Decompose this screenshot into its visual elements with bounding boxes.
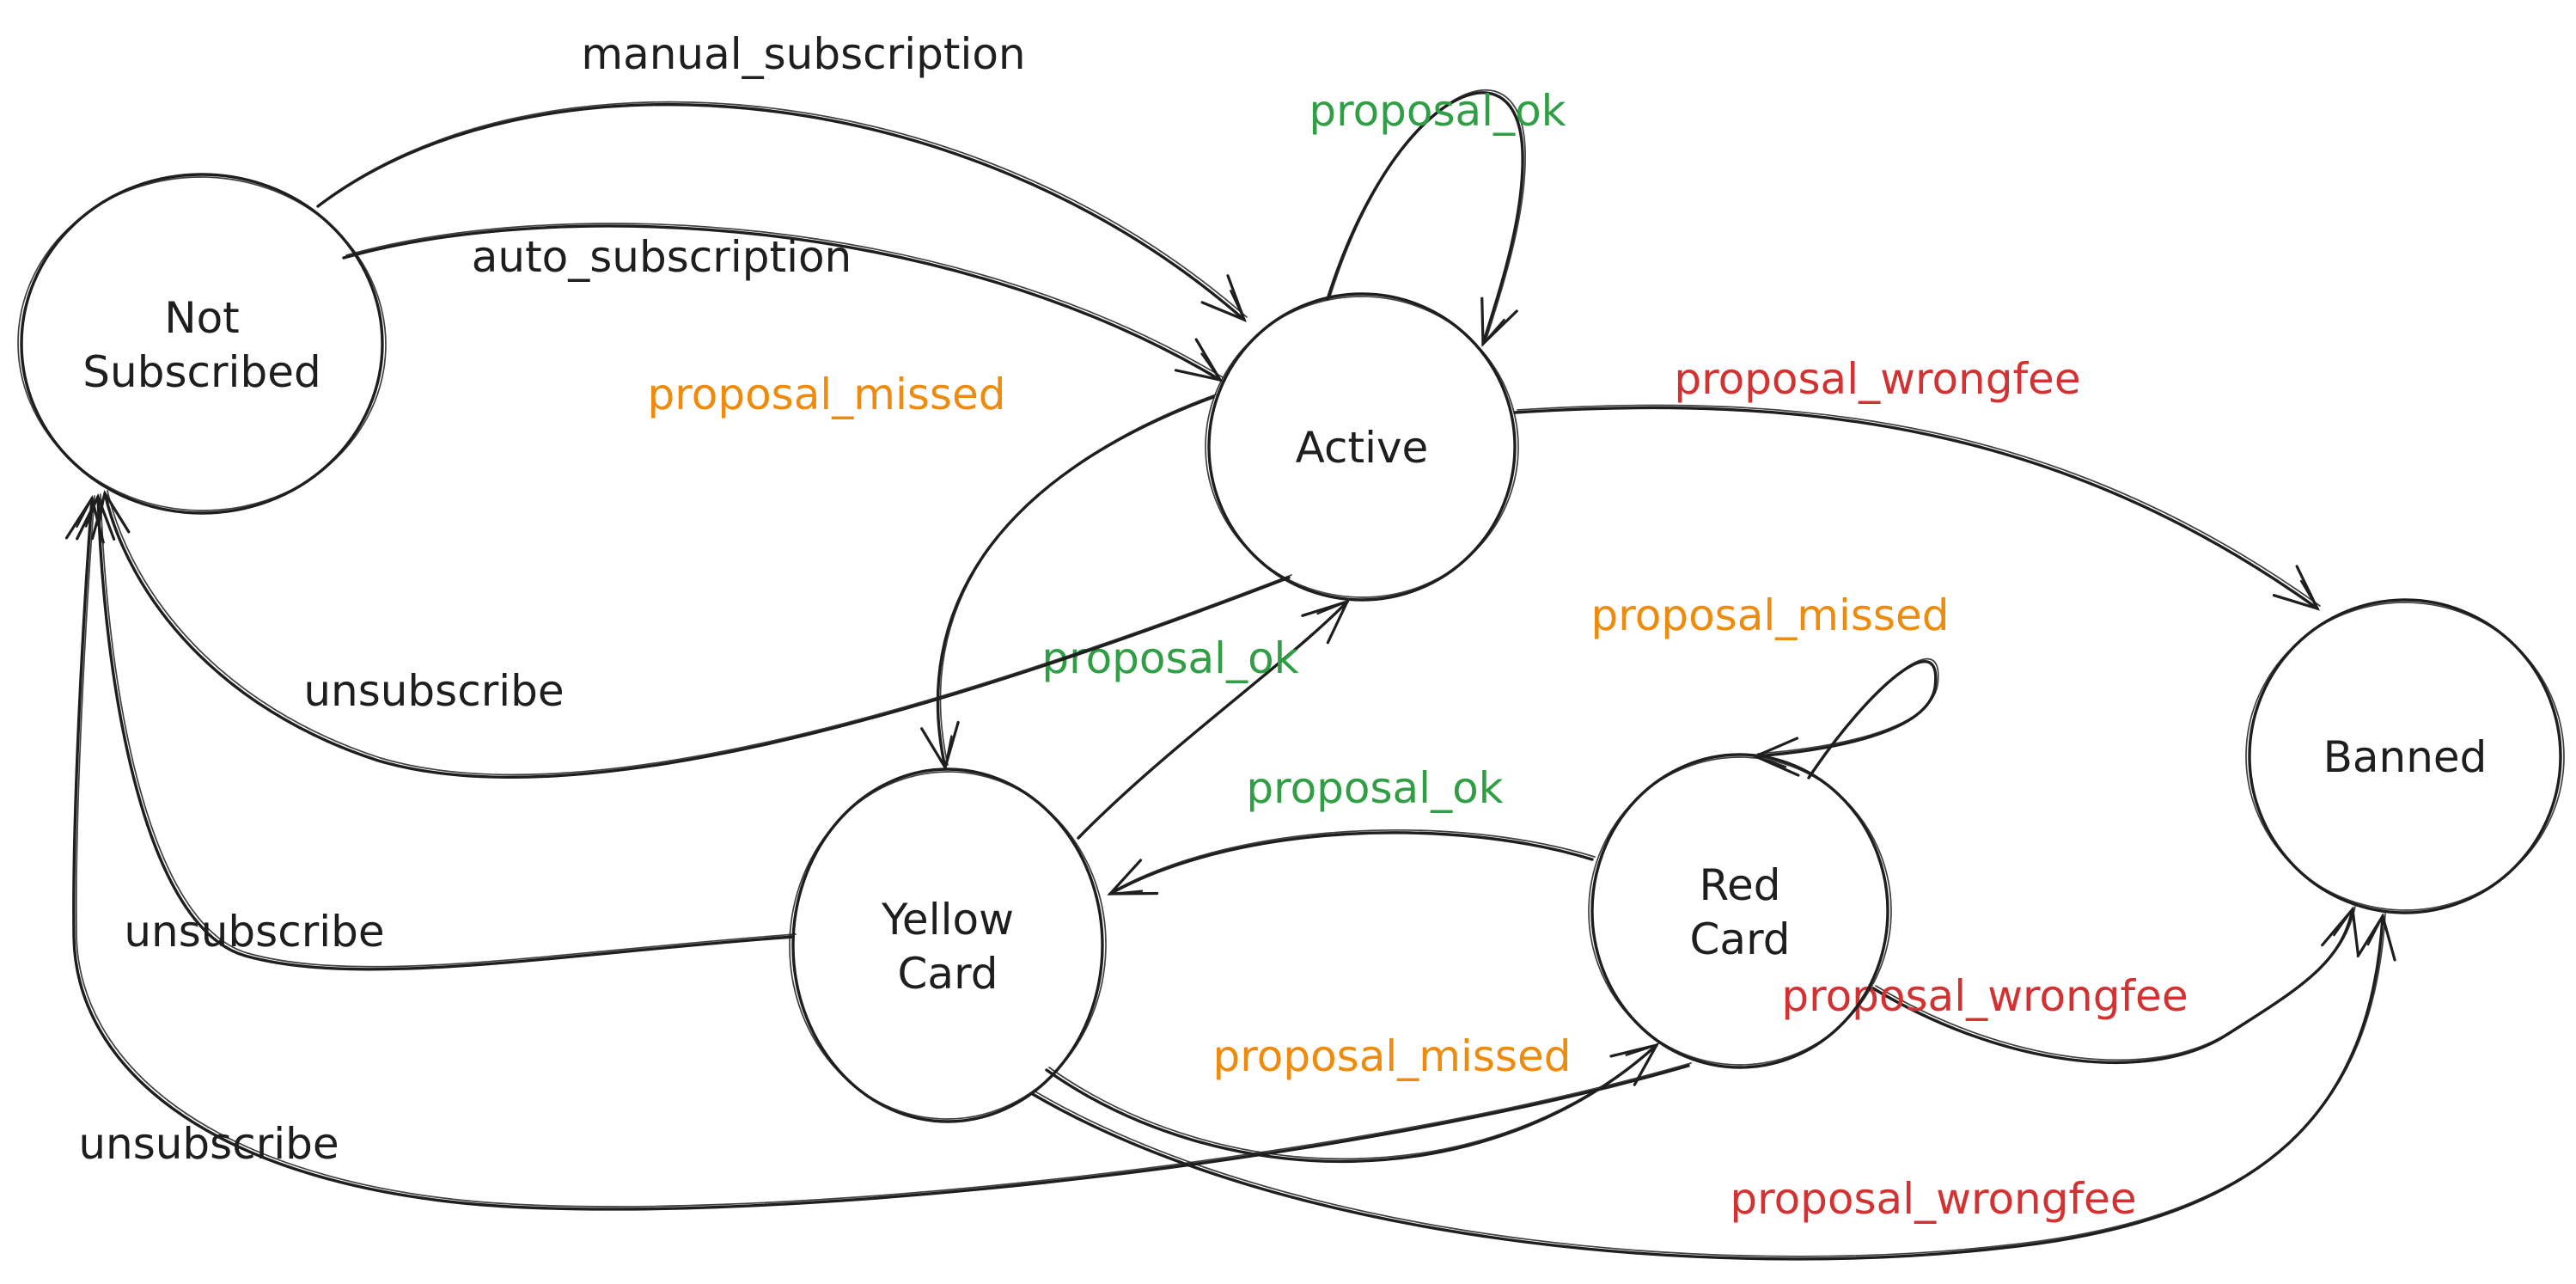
transition-label: proposal_ok xyxy=(1309,86,1566,136)
transition-arrow xyxy=(1107,831,1594,896)
transition-arrow-ghost xyxy=(75,495,1692,1208)
transition-yellow-proposal-wrongfee: proposal_wrongfee xyxy=(1029,913,2396,1261)
state-node-banned: Banned xyxy=(2245,598,2565,914)
transition-arrow xyxy=(1029,913,2396,1261)
transition-arrow xyxy=(342,224,1224,382)
transition-manual-subscription: manual_subscription xyxy=(316,29,1248,322)
transition-arrow xyxy=(1752,659,1938,780)
transition-arrow-ghost xyxy=(1517,404,2321,607)
state-circle xyxy=(2248,598,2562,914)
transition-red-proposal-missed-self: proposal_missed xyxy=(1591,590,1950,780)
transition-arrow-ghost xyxy=(1112,829,1596,892)
state-circle-ghost xyxy=(17,176,387,511)
transition-label: auto_subscription xyxy=(472,232,852,282)
state-node-active: Active xyxy=(1205,292,1519,602)
state-circle xyxy=(791,767,1104,1123)
transition-active-unsubscribe: unsubscribe xyxy=(90,490,1292,780)
transition-arrow-ghost xyxy=(100,493,797,968)
transition-label: proposal_missed xyxy=(1213,1031,1572,1081)
transition-label: unsubscribe xyxy=(124,907,384,957)
state-circle xyxy=(1207,292,1517,602)
state-label-line: Card xyxy=(1690,914,1791,964)
transition-arrow xyxy=(76,493,795,971)
state-circle-ghost xyxy=(789,771,1107,1120)
state-circle-ghost xyxy=(2245,602,2565,911)
transition-label: proposal_wrongfee xyxy=(1674,354,2080,404)
transition-yellow-proposal-missed: proposal_missed xyxy=(1045,1031,1660,1164)
transition-arrow xyxy=(920,395,1215,771)
state-circle xyxy=(20,173,384,515)
state-circle xyxy=(1590,753,1889,1069)
state-label-line: Card xyxy=(898,949,998,999)
transition-label: proposal_ok xyxy=(1041,633,1298,683)
transition-label: proposal_wrongfee xyxy=(1730,1174,2136,1224)
state-label: Active xyxy=(1296,423,1429,473)
transition-arrow-ghost xyxy=(1033,913,2386,1257)
transition-label: manual_subscription xyxy=(581,29,1025,79)
transition-label: unsubscribe xyxy=(78,1119,339,1169)
transition-active-proposal-ok-self: proposal_ok xyxy=(1309,86,1566,347)
transition-label: proposal_missed xyxy=(648,370,1006,419)
transition-arrow xyxy=(316,102,1247,322)
transition-active-proposal-missed: proposal_missed xyxy=(648,370,1217,771)
transitions-layer: manual_subscriptionauto_subscriptionprop… xyxy=(64,29,2396,1261)
state-circle-ghost xyxy=(1205,296,1519,598)
transition-label: unsubscribe xyxy=(303,666,564,716)
transition-red-unsubscribe: unsubscribe xyxy=(64,495,1692,1211)
transition-arrow-ghost xyxy=(345,223,1224,378)
state-label-line: Red xyxy=(1700,860,1781,910)
transition-red-proposal-wrongfee: proposal_wrongfee xyxy=(1781,906,2359,1065)
transition-yellow-proposal-ok: proposal_ok xyxy=(1041,598,1351,840)
transition-arrow-ghost xyxy=(939,394,1217,766)
state-label-line: Banned xyxy=(2323,732,2487,782)
state-label: Banned xyxy=(2323,732,2487,782)
transition-label: proposal_ok xyxy=(1246,763,1503,813)
transition-arrow-ghost xyxy=(107,490,1292,776)
transition-arrow xyxy=(90,490,1291,780)
state-label-line: Subscribed xyxy=(82,347,320,397)
transition-red-proposal-ok: proposal_ok xyxy=(1107,763,1596,896)
state-label-line: Yellow xyxy=(881,895,1014,945)
transition-label: proposal_wrongfee xyxy=(1781,971,2188,1021)
state-label-line: Active xyxy=(1296,423,1429,473)
transition-arrow xyxy=(1513,406,2321,611)
transition-arrow xyxy=(64,495,1690,1211)
transition-arrow xyxy=(1871,906,2359,1065)
transition-arrow xyxy=(1326,91,1524,347)
transition-label: proposal_missed xyxy=(1591,590,1950,640)
transition-auto-subscription: auto_subscription xyxy=(342,223,1224,382)
state-label-line: Not xyxy=(164,293,240,343)
transition-active-proposal-wrongfee: proposal_wrongfee xyxy=(1513,354,2321,611)
transition-arrow xyxy=(1045,1042,1660,1164)
transition-yellow-unsubscribe: unsubscribe xyxy=(76,493,797,971)
transition-arrow xyxy=(1077,599,1351,840)
state-circle-ghost xyxy=(1588,756,1892,1066)
